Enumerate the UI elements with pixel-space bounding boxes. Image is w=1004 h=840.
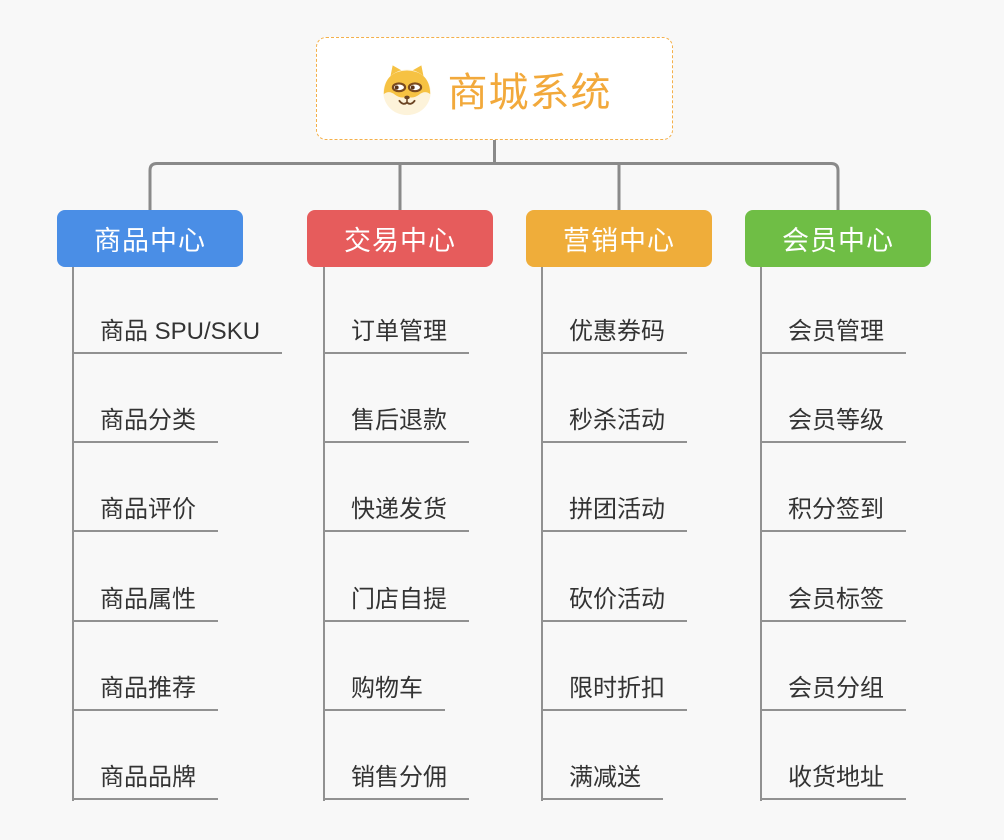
- root-topic[interactable]: 商城系统: [316, 37, 673, 140]
- leaf-topic[interactable]: 优惠券码: [541, 317, 687, 354]
- connector-line: [323, 267, 325, 801]
- leaf-topic[interactable]: 售后退款: [323, 406, 469, 443]
- leaf-topic[interactable]: 会员等级: [760, 406, 906, 443]
- branch-node-member-center[interactable]: 会员中心: [745, 210, 931, 267]
- connector-line: [541, 267, 543, 801]
- branch-node-trade-center[interactable]: 交易中心: [307, 210, 493, 267]
- leaf-topic[interactable]: 收货地址: [760, 763, 906, 800]
- leaf-topic[interactable]: 会员标签: [760, 585, 906, 622]
- leaf-topic[interactable]: 商品推荐: [72, 674, 218, 711]
- leaf-topic[interactable]: 砍价活动: [541, 585, 687, 622]
- root-topic-title: 商城系统: [447, 70, 612, 115]
- leaf-topic[interactable]: 限时折扣: [541, 674, 687, 711]
- leaf-topic[interactable]: 商品分类: [72, 406, 218, 443]
- leaf-topic[interactable]: 会员分组: [760, 674, 906, 711]
- leaf-topic[interactable]: 商品评价: [72, 495, 218, 532]
- branch-node-marketing-center[interactable]: 营销中心: [526, 210, 712, 267]
- leaf-topic[interactable]: 门店自提: [323, 585, 469, 622]
- leaf-topic[interactable]: 会员管理: [760, 317, 906, 354]
- branch-node-product-center[interactable]: 商品中心: [57, 210, 243, 267]
- branch-children-trade-center: 订单管理 售后退款 快递发货 门店自提 购物车 销售分佣: [323, 267, 563, 807]
- leaf-topic[interactable]: 商品品牌: [72, 763, 218, 800]
- branch-children-marketing-center: 优惠券码 秒杀活动 拼团活动 砍价活动 限时折扣 满减送: [541, 267, 781, 807]
- leaf-topic[interactable]: 秒杀活动: [541, 406, 687, 443]
- branch-children-member-center: 会员管理 会员等级 积分签到 会员标签 会员分组 收货地址: [760, 267, 1000, 807]
- leaf-topic[interactable]: 商品 SPU/SKU: [72, 317, 283, 354]
- leaf-topic[interactable]: 拼团活动: [541, 495, 687, 532]
- leaf-topic[interactable]: 快递发货: [323, 495, 469, 532]
- branch-children-product-center: 商品 SPU/SKU 商品分类 商品评价 商品属性 商品推荐 商品品牌: [72, 267, 312, 807]
- connector-line: [760, 267, 762, 801]
- leaf-topic[interactable]: 积分签到: [760, 495, 906, 532]
- leaf-topic[interactable]: 商品属性: [72, 585, 218, 622]
- leaf-topic[interactable]: 满减送: [541, 763, 663, 800]
- leaf-topic[interactable]: 购物车: [323, 674, 445, 711]
- leaf-topic[interactable]: 销售分佣: [323, 763, 469, 800]
- doge-icon: [382, 64, 431, 115]
- branch-rail-line: [148, 162, 840, 210]
- connector-line: [72, 267, 74, 801]
- leaf-topic[interactable]: 订单管理: [323, 317, 469, 354]
